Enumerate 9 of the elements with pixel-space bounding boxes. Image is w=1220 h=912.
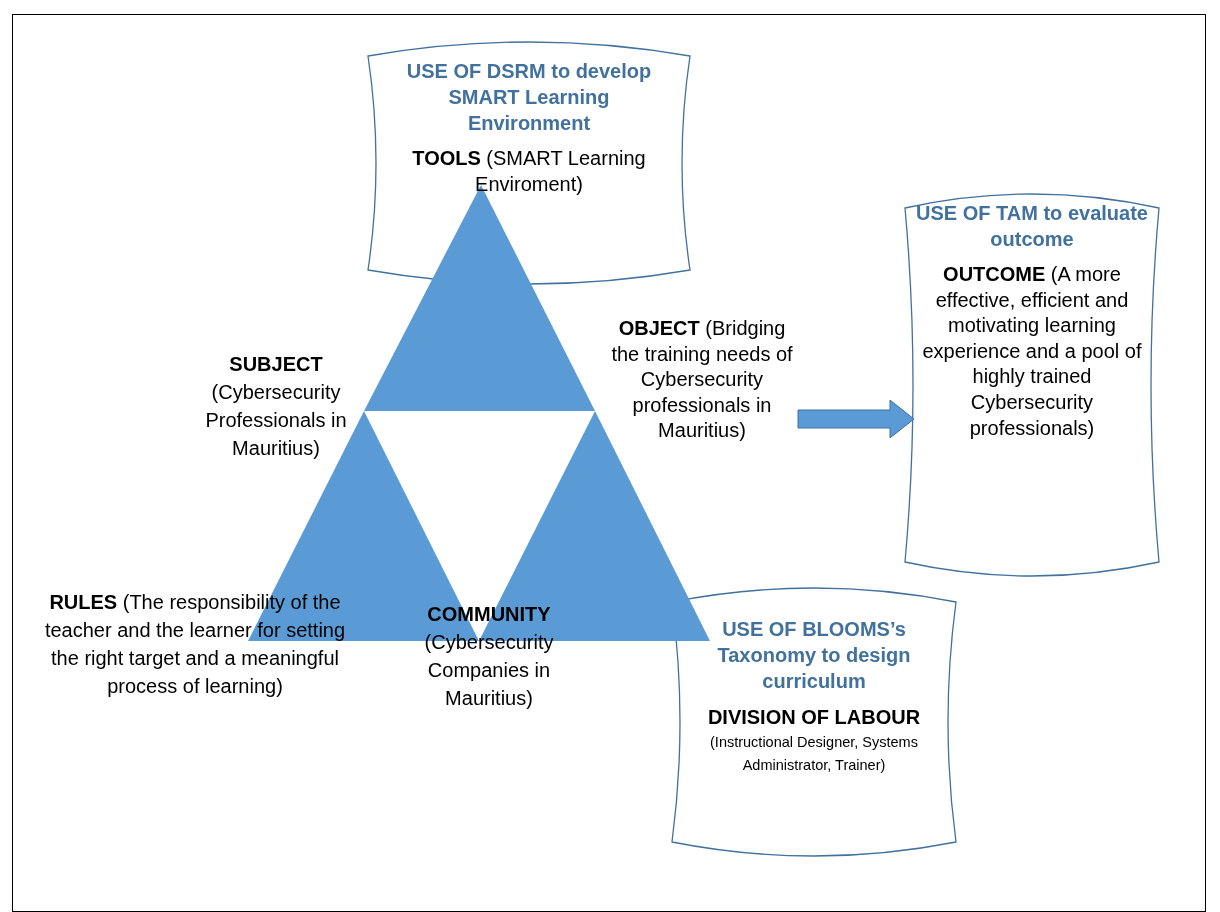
heading-text: USE OF TAM to evaluate outcome (915, 201, 1149, 252)
description-text: OBJECT (Bridging the training needs of Cybersecurity professionals in Mauritius) (610, 316, 794, 444)
description-text: OUTCOME (A more effective, efficient and motivating learning experience and a pool of highly trained Cybersecurity professionals) (921, 262, 1143, 441)
block-arrow (797, 399, 915, 439)
description-text: DIVISION OF LABOUR (Instructional Designer, Systems Administrator, Trainer) (706, 705, 922, 776)
heading-text: USE OF BLOOMS’s Taxonomy to design curriculum (716, 617, 912, 694)
heading-text: USE OF DSRM to develop SMART Learning Environment (405, 59, 653, 136)
description-text: SUBJECT (Cybersecurity Professionals in Mauritius) (204, 352, 348, 461)
description-text: TOOLS (SMART Learning Enviroment) (411, 146, 647, 197)
